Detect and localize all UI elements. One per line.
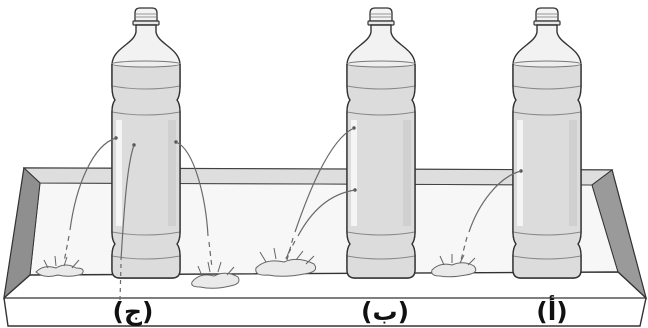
puddle-b	[256, 259, 316, 276]
bottle-label-a: (أ)	[536, 295, 567, 326]
bottle-a	[513, 8, 581, 278]
bottle-label-c: (ج)	[113, 297, 154, 327]
bottle-b	[347, 8, 415, 278]
bottle-label-b: (ب)	[361, 297, 409, 326]
